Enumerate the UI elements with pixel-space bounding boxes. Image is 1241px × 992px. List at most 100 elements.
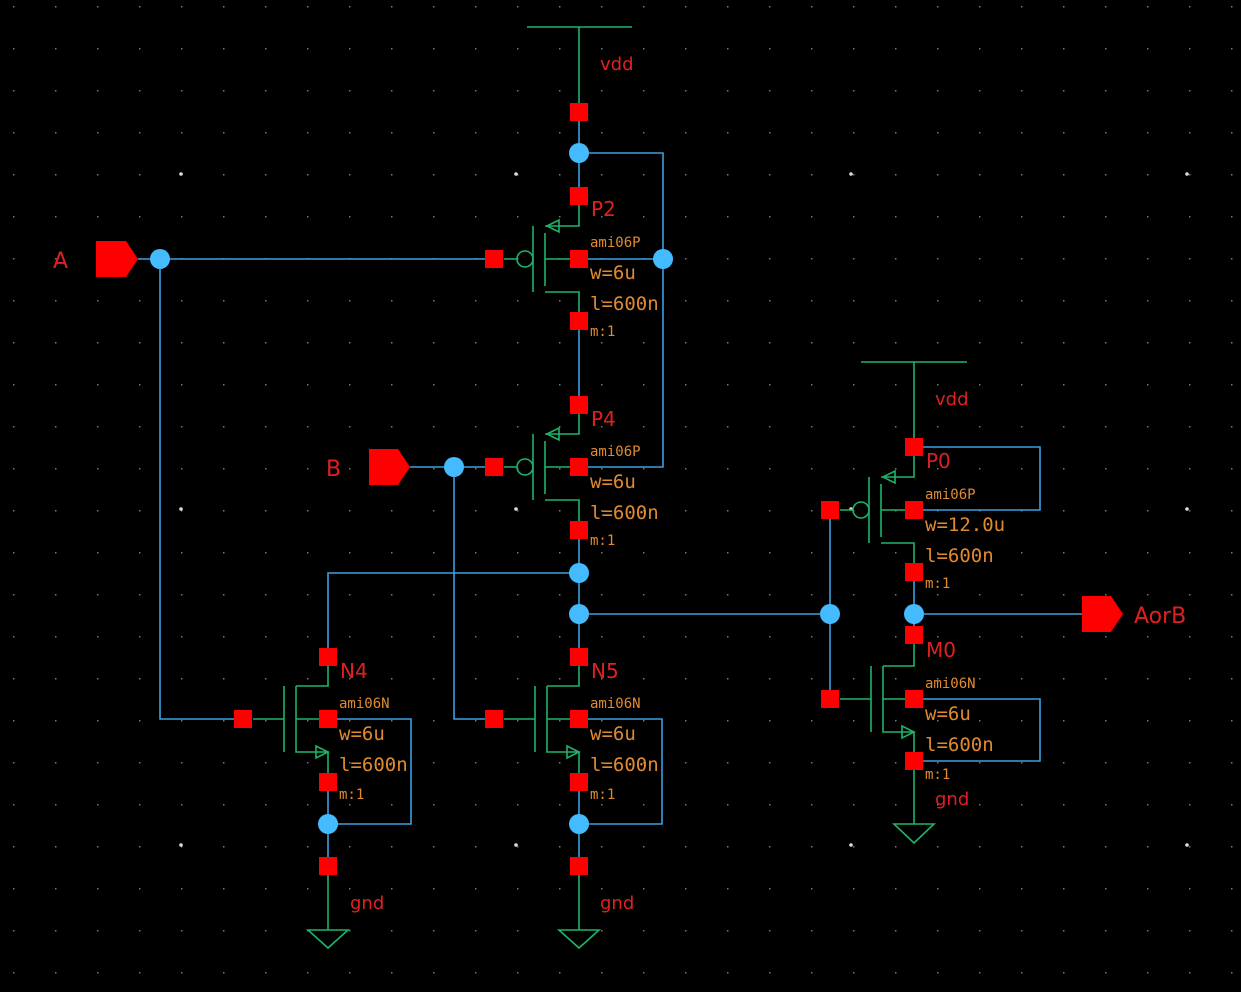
terminal-pin[interactable]: [570, 396, 588, 414]
wire-junction[interactable]: [150, 249, 170, 269]
terminal-pin[interactable]: [570, 458, 588, 476]
terminal-pin[interactable]: [821, 501, 839, 519]
terminal-pin[interactable]: [905, 752, 923, 770]
wire-A-down[interactable]: [159, 259, 243, 720]
wire-P2-bulk-loop[interactable]: [579, 152, 664, 260]
grid-dot: [685, 678, 687, 680]
terminal-pin[interactable]: [234, 710, 252, 728]
terminal-pin[interactable]: [570, 857, 588, 875]
wire-junction[interactable]: [904, 604, 924, 624]
terminal-pin[interactable]: [905, 690, 923, 708]
terminal-pin[interactable]: [570, 103, 588, 121]
terminal-pin[interactable]: [570, 187, 588, 205]
grid-dot: [1063, 216, 1065, 218]
grid-dot: [1189, 552, 1191, 554]
terminal-pin[interactable]: [570, 648, 588, 666]
transistor-P0[interactable]: P0 ami06P w=12.0u l=600n m:1: [840, 447, 1005, 592]
wire-junction[interactable]: [318, 814, 338, 834]
grid-dot: [853, 846, 855, 848]
wire-junction[interactable]: [444, 457, 464, 477]
terminal-pin[interactable]: [821, 690, 839, 708]
grid-dot: [1147, 846, 1149, 848]
grid-dot: [979, 90, 981, 92]
transistor-P2[interactable]: P2 ami06P w=6u l=600n m:1: [504, 196, 659, 340]
grid-dot: [559, 6, 561, 8]
grid-dot: [1147, 90, 1149, 92]
grid-dot: [601, 300, 603, 302]
wire-junction[interactable]: [820, 604, 840, 624]
grid-dot: [1105, 300, 1107, 302]
grid-dot: [895, 426, 897, 428]
terminal-pin[interactable]: [319, 857, 337, 875]
grid-dot: [307, 426, 309, 428]
terminal-pin[interactable]: [570, 773, 588, 791]
wire-M0-bulk[interactable]: [914, 698, 1041, 762]
grid-dot: [1231, 846, 1233, 848]
grid-dot: [937, 258, 939, 260]
port-AorB[interactable]: AorB: [1082, 596, 1186, 632]
terminal-pin[interactable]: [570, 250, 588, 268]
terminal-pin[interactable]: [319, 773, 337, 791]
wire-junction[interactable]: [653, 249, 673, 269]
terminal-pin[interactable]: [485, 250, 503, 268]
terminal-pin[interactable]: [905, 501, 923, 519]
transistor-M0[interactable]: M0 ami06N w=6u l=600n m:1: [840, 635, 994, 783]
wire-P4-bulk[interactable]: [579, 259, 664, 468]
output-pin-icon: [1082, 596, 1123, 632]
terminal-pin[interactable]: [485, 458, 503, 476]
grid-dot: [643, 762, 645, 764]
grid-dot: [559, 132, 561, 134]
wire-junction[interactable]: [569, 814, 589, 834]
grid-dot: [97, 594, 99, 596]
terminal-pin[interactable]: [570, 312, 588, 330]
terminal-pin[interactable]: [905, 626, 923, 644]
grid-dot: [433, 930, 435, 932]
terminal-pin[interactable]: [319, 710, 337, 728]
wire-B-down[interactable]: [453, 467, 494, 720]
grid-dot: [937, 930, 939, 932]
grid-dot: [139, 636, 141, 638]
wire-junction[interactable]: [569, 563, 589, 583]
wire-P0-bulk[interactable]: [914, 446, 1041, 511]
grid-dot: [811, 930, 813, 932]
grid-dot: [937, 636, 939, 638]
grid-dot: [895, 972, 897, 974]
grid-dot: [979, 132, 981, 134]
grid-dot: [1231, 342, 1233, 344]
grid-dot: [811, 678, 813, 680]
terminal-pin[interactable]: [485, 710, 503, 728]
port-B[interactable]: B: [326, 449, 410, 485]
grid-dot: [475, 300, 477, 302]
wire-N4-bulk[interactable]: [328, 718, 412, 825]
instance-name: P0: [926, 449, 951, 473]
grid-dot: [811, 174, 813, 176]
grid-dot: [55, 720, 57, 722]
wire-junction[interactable]: [569, 604, 589, 624]
grid-dot: [97, 300, 99, 302]
transistor-N5[interactable]: N5 ami06N w=6u l=600n m:1: [504, 657, 659, 803]
grid-dot: [1105, 720, 1107, 722]
grid-dot: [853, 426, 855, 428]
transistor-N4[interactable]: N4 ami06N w=6u l=600n m:1: [253, 657, 408, 803]
grid-dot: [1105, 636, 1107, 638]
terminal-pin[interactable]: [905, 563, 923, 581]
terminal-pin[interactable]: [570, 710, 588, 728]
grid-dot: [979, 174, 981, 176]
wire-N5-bulk[interactable]: [579, 718, 663, 825]
port-A[interactable]: A: [53, 241, 138, 277]
grid-dot: [727, 972, 729, 974]
grid-dot: [181, 426, 183, 428]
grid-dot: [223, 90, 225, 92]
terminal-pin[interactable]: [905, 438, 923, 456]
terminal-pin[interactable]: [319, 648, 337, 666]
terminal-pin[interactable]: [570, 521, 588, 539]
grid-dot: [139, 972, 141, 974]
wire-nor-out-N4[interactable]: [327, 572, 579, 657]
grid-major-dot: [1185, 843, 1189, 847]
grid-dot: [643, 468, 645, 470]
vdd-label: vdd: [935, 389, 969, 410]
transistor-P4[interactable]: P4 ami06P w=6u l=600n m:1: [504, 405, 659, 549]
wire-junction[interactable]: [569, 143, 589, 163]
grid-dot: [307, 552, 309, 554]
